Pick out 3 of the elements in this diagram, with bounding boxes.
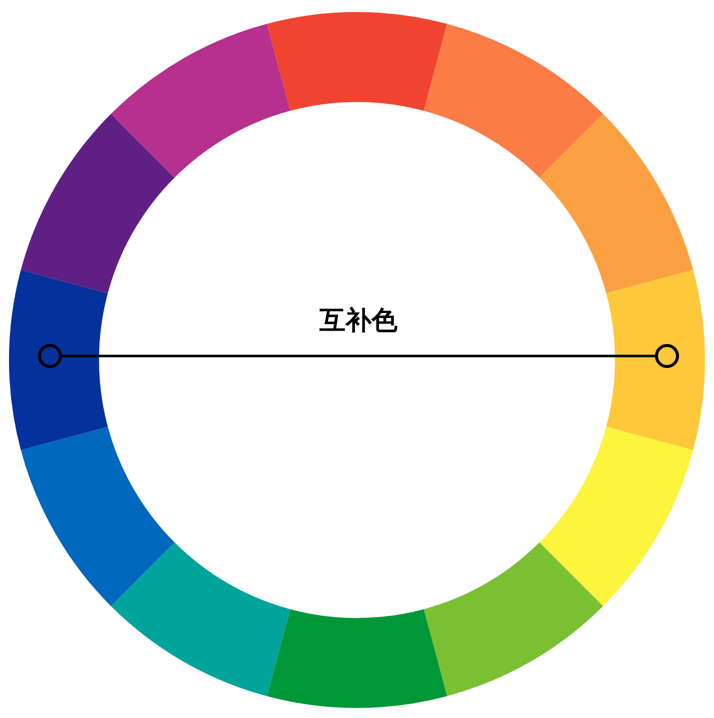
connector-line bbox=[62, 354, 655, 358]
ring-marker bbox=[38, 344, 62, 368]
ring-marker bbox=[655, 344, 679, 368]
